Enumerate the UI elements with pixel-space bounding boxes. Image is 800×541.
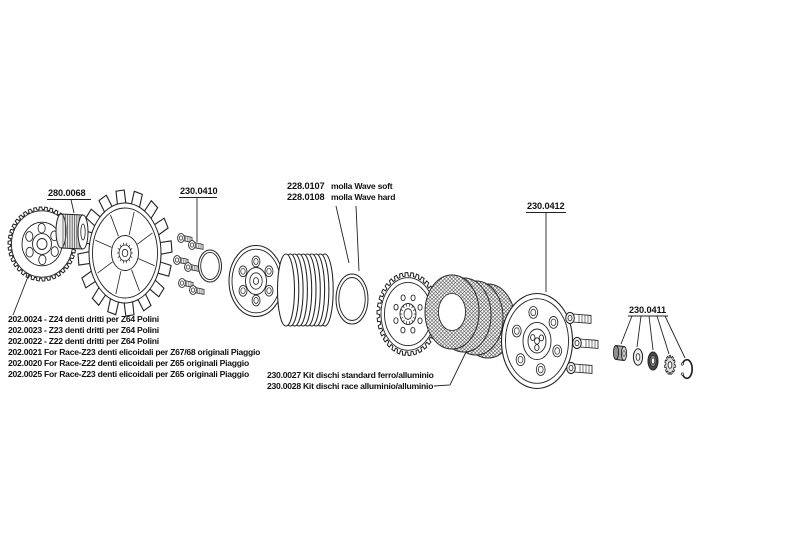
labels: 280.0068 230.0410 228.0107 molla Wave so… (8, 181, 666, 391)
endkit-leader-1 (620, 315, 633, 345)
clutch-bell (77, 189, 173, 317)
o-ring (198, 249, 222, 283)
label-bushing-code: 280.0068 (48, 188, 86, 198)
plate-screws (565, 311, 599, 375)
label-spring-soft-desc: molla Wave soft (331, 181, 393, 191)
label-bell-group-code: 230.0410 (180, 186, 218, 196)
gear-option-row: 202.0024 - Z24 denti dritti per Z64 Poli… (8, 314, 159, 324)
gear-option-row: 202.0025 For Race-Z23 denti elicoidali p… (8, 369, 249, 379)
label-pressure-plate-code: 230.0412 (527, 201, 565, 211)
endkit-leader-2 (636, 315, 642, 348)
clutch-hub-plate (228, 244, 284, 318)
gear-option-row: 202.0023 - Z23 denti dritti per Z64 Poli… (8, 325, 159, 335)
label-end-kit-code: 230.0411 (629, 305, 666, 315)
endkit-leader-4 (656, 315, 670, 355)
end-kit-parts (612, 345, 693, 380)
gear-option-row: 202.0021 For Race-Z23 denti elicoidali p… (8, 347, 260, 357)
disc-kit-row: 230.0027 Kit dischi standard ferro/allum… (267, 370, 434, 380)
gear-option-row: 202.0020 For Race-Z22 denti elicoidali p… (8, 358, 249, 368)
wave-spring (276, 253, 334, 327)
endkit-leader-3 (648, 315, 654, 351)
spring-seat-ring (335, 273, 369, 325)
pressure-plate (500, 292, 574, 390)
leader-lines (12, 197, 686, 387)
disc-kit-row: 230.0028 Kit dischi race alluminio/allum… (267, 381, 433, 391)
needle-bushing (55, 213, 89, 250)
spring-leader-1 (335, 205, 350, 264)
gear-option-row: 202.0022 - Z22 denti dritti per Z64 Poli… (8, 336, 159, 346)
bushing-leader (70, 199, 75, 214)
gear-options-leader (12, 273, 30, 316)
spring-leader-2 (355, 205, 360, 272)
endkit-leader-5 (664, 315, 686, 359)
label-spring-hard-desc: molla Wave hard (331, 192, 395, 202)
bell-screws (173, 233, 205, 295)
label-spring-hard-code: 228.0108 (287, 192, 325, 202)
label-spring-soft-code: 228.0107 (287, 181, 325, 191)
disc-kit-leader (433, 351, 467, 387)
